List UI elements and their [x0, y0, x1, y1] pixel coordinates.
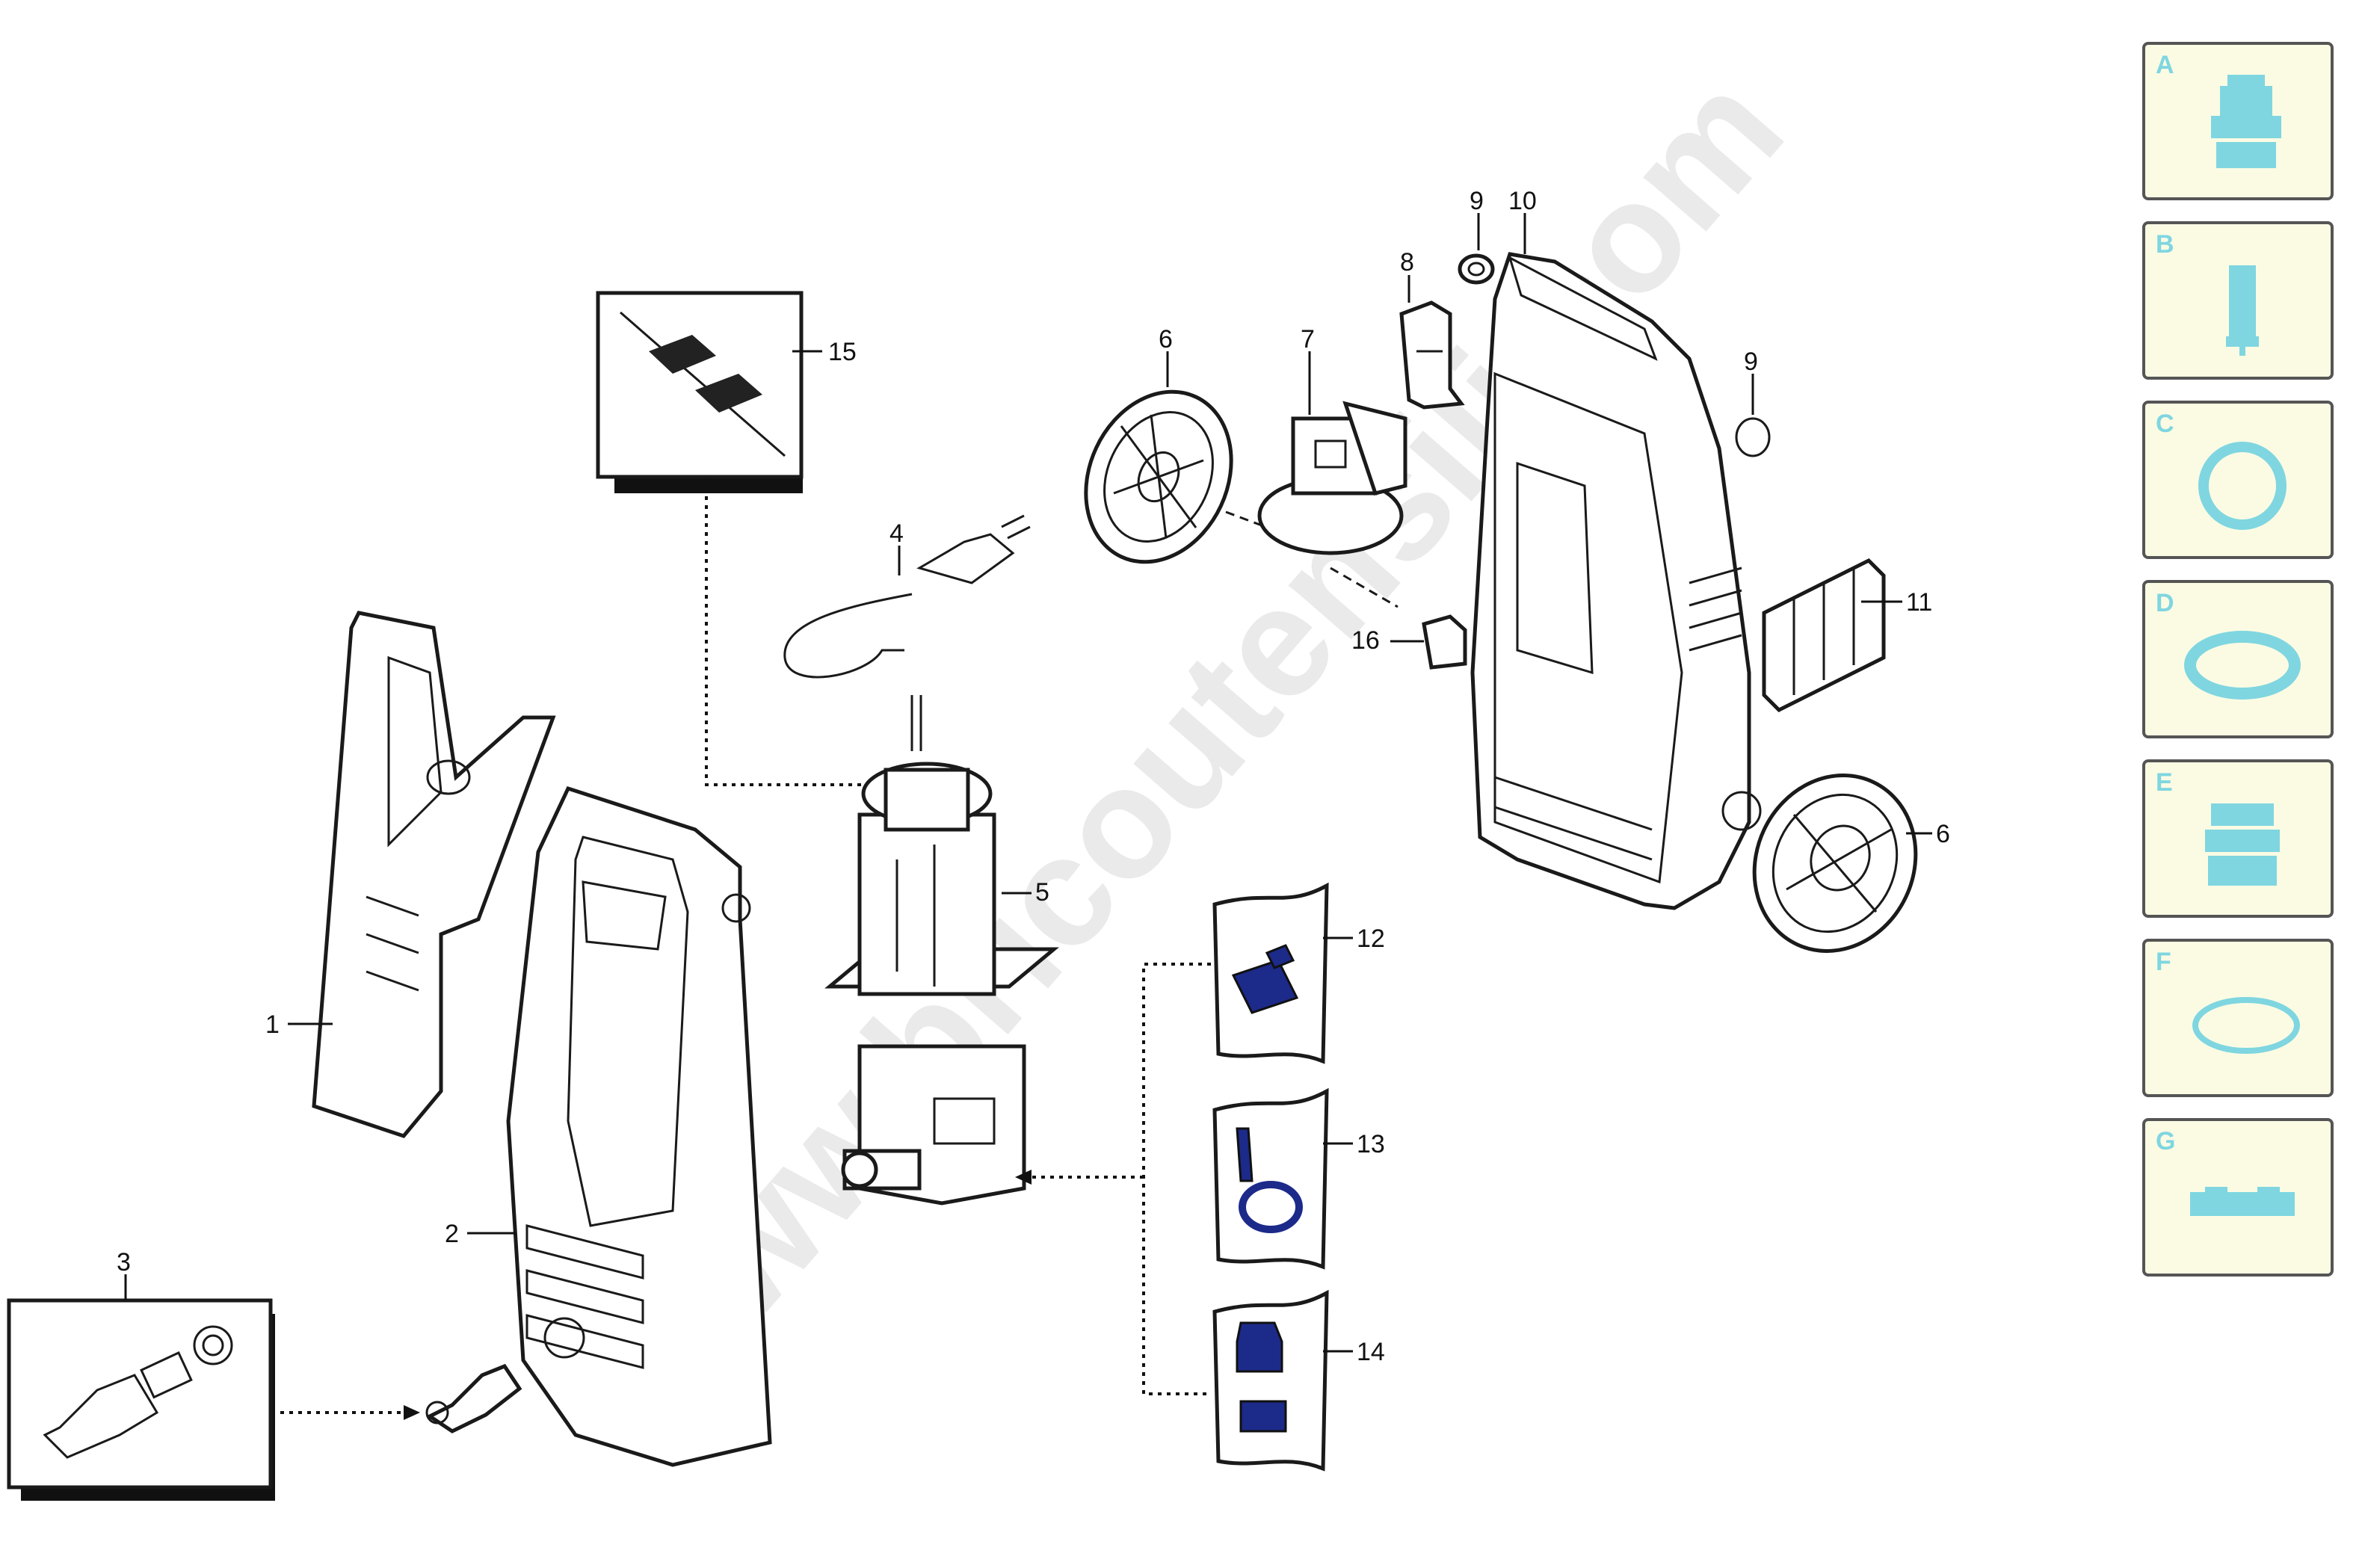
filter-icon	[2226, 265, 2259, 356]
ring-seal-icon	[2198, 442, 2287, 530]
callout-11: 11	[1906, 588, 1932, 617]
part-6-wheel-top[interactable]	[1059, 368, 1258, 586]
legend-item-d[interactable]: D	[2142, 580, 2334, 738]
connector-icon	[2211, 75, 2281, 168]
legend-letter-b: B	[2156, 230, 2174, 259]
callout-5: 5	[1035, 878, 1049, 907]
callout-16: 16	[1351, 626, 1380, 655]
kit-14-nozzle-set[interactable]	[1212, 1289, 1329, 1472]
legend-item-e[interactable]: E	[2142, 759, 2334, 918]
callout-12: 12	[1357, 925, 1385, 953]
callout-6-bottom: 6	[1936, 820, 1950, 848]
callout-10: 10	[1508, 187, 1537, 215]
callout-2: 2	[445, 1220, 459, 1248]
callout-14: 14	[1357, 1338, 1385, 1366]
flat-washer-icon	[2184, 631, 2301, 700]
callout-15: 15	[828, 338, 857, 366]
part-15-carbon-brushes[interactable]	[596, 291, 804, 493]
part-9-ring-right[interactable]	[1735, 417, 1771, 457]
part-9-ring-top[interactable]	[1458, 253, 1495, 285]
callout-6: 6	[1159, 325, 1173, 354]
part-6-wheel-bottom[interactable]	[1726, 749, 1944, 978]
legend-item-b[interactable]: B	[2142, 221, 2334, 380]
legend-letter-e: E	[2156, 768, 2173, 797]
kit-12-valve[interactable]	[1212, 882, 1329, 1064]
part-8-latch[interactable]	[1399, 300, 1465, 410]
callout-7: 7	[1301, 325, 1315, 354]
legend-item-g[interactable]: G	[2142, 1118, 2334, 1277]
callout-4: 4	[889, 519, 904, 548]
legend-letter-a: A	[2156, 51, 2174, 79]
callout-8: 8	[1400, 248, 1414, 277]
part-11-bracket[interactable]	[1762, 558, 1886, 713]
callout-13: 13	[1357, 1130, 1385, 1158]
callout-9: 9	[1470, 187, 1484, 215]
quick-coupler-fitting[interactable]	[425, 1363, 522, 1433]
kit-13-piston-seal[interactable]	[1212, 1087, 1329, 1270]
callout-1: 1	[265, 1010, 280, 1039]
callout-9-right: 9	[1744, 348, 1758, 376]
part-1-handle-cover[interactable]	[312, 611, 556, 1138]
part-16-cable-clip[interactable]	[1422, 614, 1467, 670]
part-5-motor-pump[interactable]	[824, 762, 1059, 1206]
callout-3: 3	[117, 1248, 131, 1277]
part-2-housing-front[interactable]	[506, 785, 772, 1467]
nozzle-icon	[2205, 803, 2280, 886]
legend-letter-g: G	[2156, 1127, 2176, 1155]
part-7-switch[interactable]	[1257, 401, 1407, 555]
o-ring-icon	[2192, 997, 2300, 1054]
legend-letter-c: C	[2156, 410, 2174, 438]
part-3-connector-box[interactable]	[7, 1298, 275, 1501]
legend-item-a[interactable]: A	[2142, 42, 2334, 200]
legend-item-f[interactable]: F	[2142, 939, 2334, 1097]
legend-item-c[interactable]: C	[2142, 401, 2334, 559]
legend-letter-f: F	[2156, 948, 2171, 976]
part-4-power-cord[interactable]	[783, 514, 1031, 751]
clip-icon	[2190, 1187, 2295, 1216]
legend-letter-d: D	[2156, 589, 2174, 617]
part-10-rear-housing[interactable]	[1470, 252, 1762, 910]
